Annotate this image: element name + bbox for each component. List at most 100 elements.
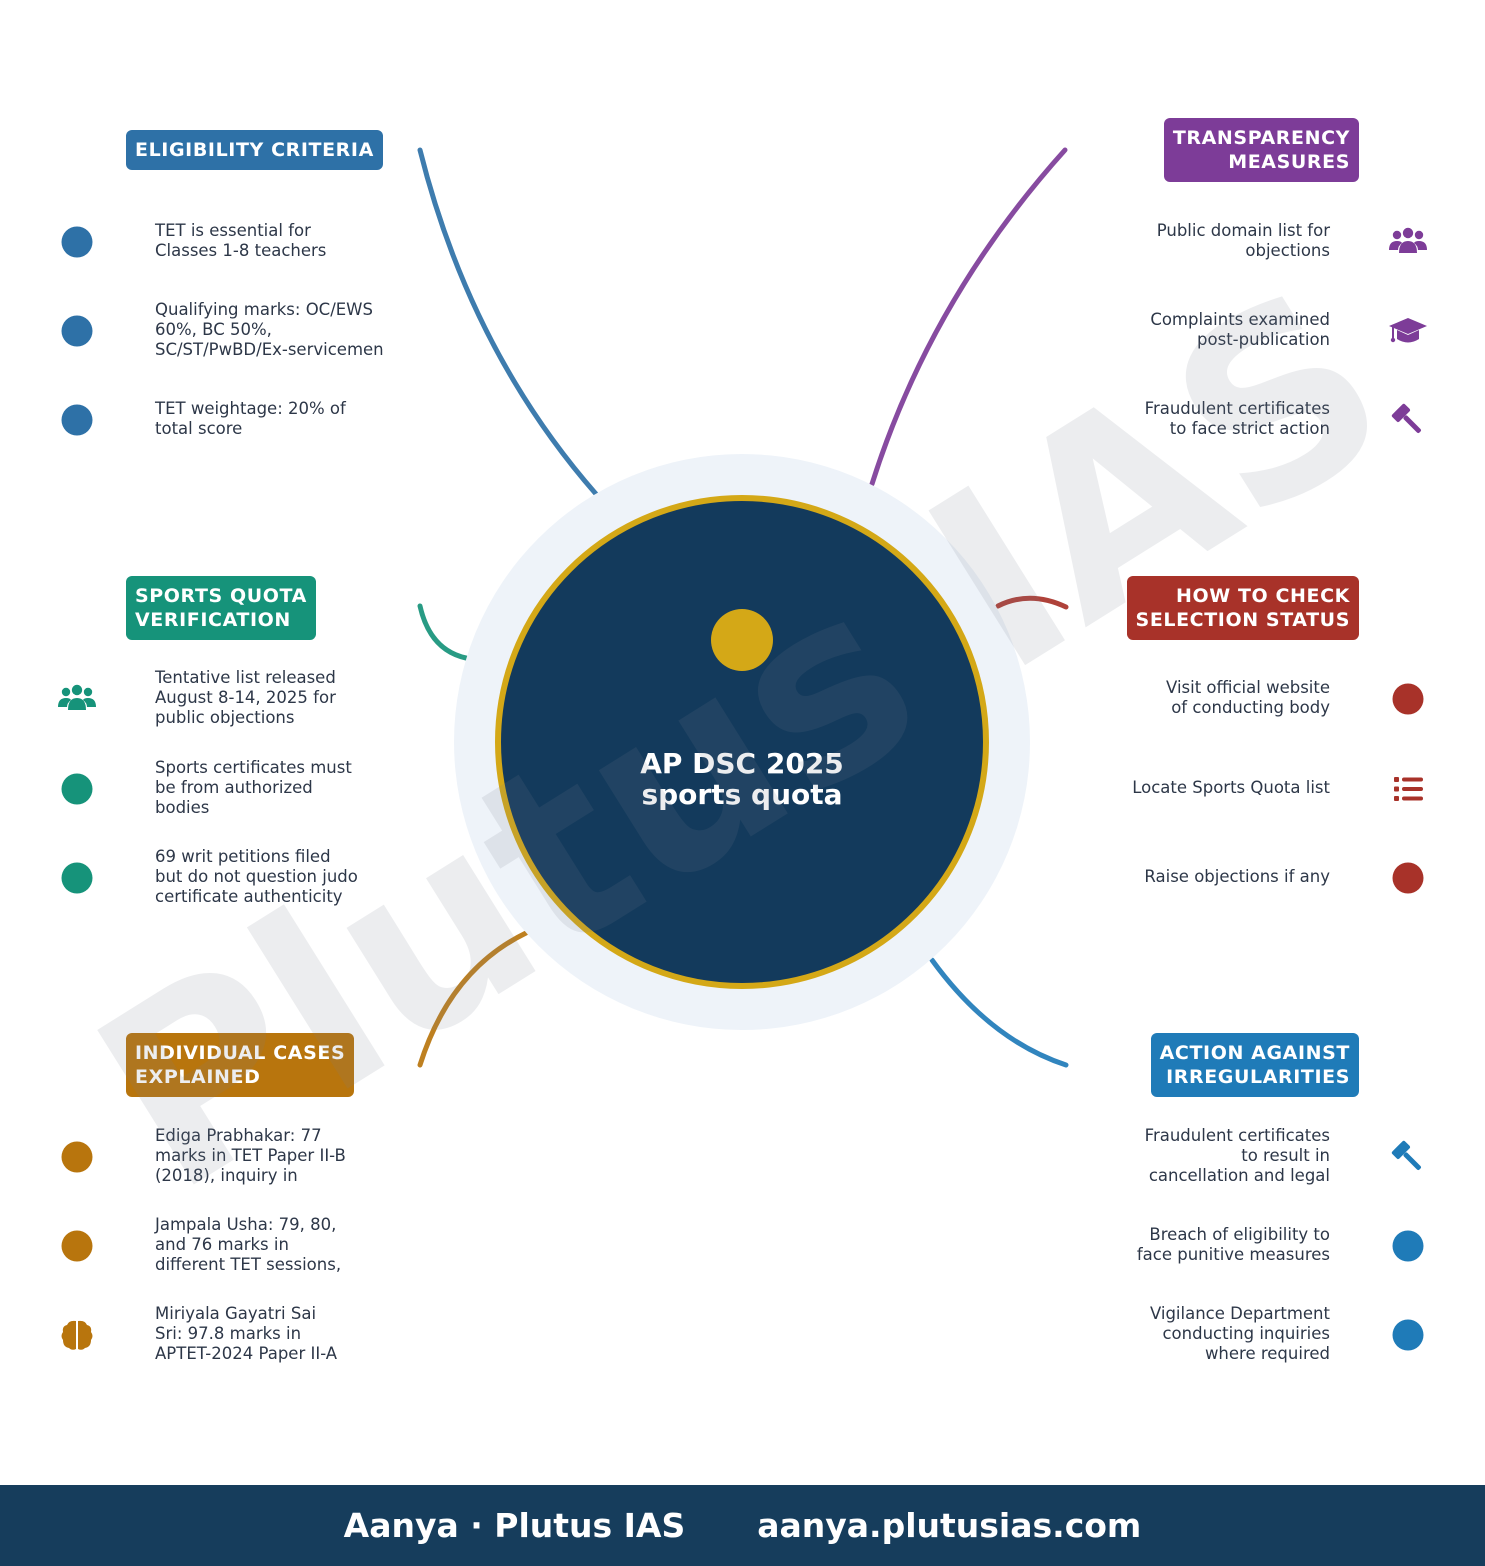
- branch-item-line: post-publication: [1197, 330, 1330, 349]
- branch-item-line: Public domain list for: [1156, 221, 1330, 240]
- branch-item-line: TET is essential for: [155, 221, 311, 240]
- branch-item-line: cancellation and legal: [1148, 1166, 1330, 1185]
- branch-title-line: ACTION AGAINST: [1159, 1042, 1350, 1064]
- graduation-cap-icon: [1388, 311, 1428, 351]
- branch-item-line: Vigilance Department: [1149, 1304, 1330, 1323]
- branch-item-line: Miriyala Gayatri Sai: [155, 1304, 317, 1323]
- branch-item-line: Jampala Usha: 79, 80,: [155, 1215, 337, 1234]
- branch-item-line: APTET-2024 Paper II-A: [155, 1344, 338, 1363]
- connector-irregularities: [929, 957, 1069, 1068]
- branch-item-line: Complaints examined: [1150, 310, 1330, 329]
- bullet-dot-icon: [57, 400, 97, 440]
- branch-item-line: conducting inquiries: [1162, 1324, 1330, 1343]
- branch-connectors: [417, 147, 1069, 1068]
- branch-title-line: INDIVIDUAL CASES: [135, 1042, 346, 1064]
- branch-item-line: 69 writ petitions filed: [155, 847, 331, 866]
- branch-item-line: Fraudulent certificates: [1144, 399, 1330, 418]
- branch-title-line: IRREGULARITIES: [1166, 1066, 1350, 1088]
- hub-title: AP DSC 2025 sports quota: [542, 748, 942, 810]
- connector-eligibility: [417, 147, 599, 497]
- users-icon: [1388, 222, 1428, 262]
- branch-item-line: SC/ST/PwBD/Ex-servicemen: [155, 340, 384, 359]
- users-icon: [57, 679, 97, 719]
- branch-title-line: VERIFICATION: [135, 609, 291, 631]
- hub-title-line-2: sports quota: [641, 778, 843, 811]
- branch-item-line: Locate Sports Quota list: [1132, 778, 1330, 797]
- bullet-dot-icon: [1388, 679, 1428, 719]
- branch-item-line: Tentative list released: [155, 668, 336, 687]
- brain-icon: [57, 1315, 97, 1355]
- connector-sports-quota: [417, 603, 469, 661]
- bullet-dot-icon: [57, 311, 97, 351]
- bullet-dot-icon: [1388, 1315, 1428, 1355]
- bullet-dot-icon: [57, 1226, 97, 1266]
- branch-item-line: bodies: [155, 798, 210, 817]
- branch-item-line: to face strict action: [1169, 419, 1330, 438]
- branch-item-line: but do not question judo: [155, 867, 358, 886]
- branch-item-line: certificate authenticity: [155, 887, 343, 906]
- hub-disc: [495, 495, 989, 989]
- connector-selection-status: [995, 595, 1069, 610]
- branch-item-line: Ediga Prabhakar: 77: [155, 1126, 322, 1145]
- branch-item-line: Sports certificates must: [155, 758, 352, 777]
- branch-title-line: SELECTION STATUS: [1135, 609, 1350, 631]
- branch-title-eligibility: ELIGIBILITY CRITERIA: [126, 130, 383, 170]
- branch-item-line: to result in: [1241, 1146, 1330, 1165]
- bullet-dot-icon: [57, 858, 97, 898]
- branch-item-line: TET weightage: 20% of: [155, 399, 346, 418]
- branch-item-line: Breach of eligibility to: [1149, 1225, 1330, 1244]
- bullet-dot-icon: [57, 1137, 97, 1177]
- bullet-dot-icon: [57, 769, 97, 809]
- branch-item-line: Fraudulent certificates: [1144, 1126, 1330, 1145]
- branch-item-line: total score: [155, 419, 243, 438]
- footer-url[interactable]: aanya.plutusias.com: [757, 1506, 1142, 1545]
- branch-item-line: marks in TET Paper II-B: [155, 1146, 346, 1165]
- connector-transparency: [869, 147, 1068, 487]
- branch-item-line: where required: [1204, 1344, 1330, 1363]
- branch-item-line: of conducting body: [1171, 698, 1330, 717]
- branch-item-line: face punitive measures: [1136, 1245, 1330, 1264]
- branch-title-line: HOW TO CHECK: [1175, 585, 1350, 607]
- footer-brand: Aanya · Plutus IAS: [343, 1506, 686, 1545]
- branch-item-line: Sri: 97.8 marks in: [155, 1324, 302, 1343]
- branch-item-line: (2018), inquiry in: [155, 1166, 298, 1185]
- bullet-dot-icon: [1388, 858, 1428, 898]
- gavel-icon: [1388, 1137, 1428, 1177]
- branch-item-line: Classes 1-8 teachers: [155, 241, 327, 260]
- branch-item-line: Raise objections if any: [1144, 867, 1330, 886]
- branch-title-line: SPORTS QUOTA: [135, 585, 307, 607]
- branch-item-line: and 76 marks in: [155, 1235, 289, 1254]
- bullet-dot-icon: [57, 222, 97, 262]
- branch-item-line: 60%, BC 50%,: [155, 320, 272, 339]
- branch-title-line: TRANSPARENCY: [1172, 127, 1350, 149]
- footer-bar: Aanya · Plutus IAS aanya.plutusias.com: [0, 1485, 1485, 1566]
- branch-title-line: MEASURES: [1228, 151, 1350, 173]
- branch-title-line: EXPLAINED: [135, 1066, 261, 1088]
- connector-individual-cases: [417, 930, 529, 1068]
- branch-item-line: different TET sessions,: [155, 1255, 342, 1274]
- bullet-dot-icon: [1388, 1226, 1428, 1266]
- branch-item-line: August 8-14, 2025 for: [155, 688, 336, 707]
- hub-dot-icon: [711, 609, 773, 671]
- branch-item-selection-status: Raise objections if any: [1144, 867, 1330, 887]
